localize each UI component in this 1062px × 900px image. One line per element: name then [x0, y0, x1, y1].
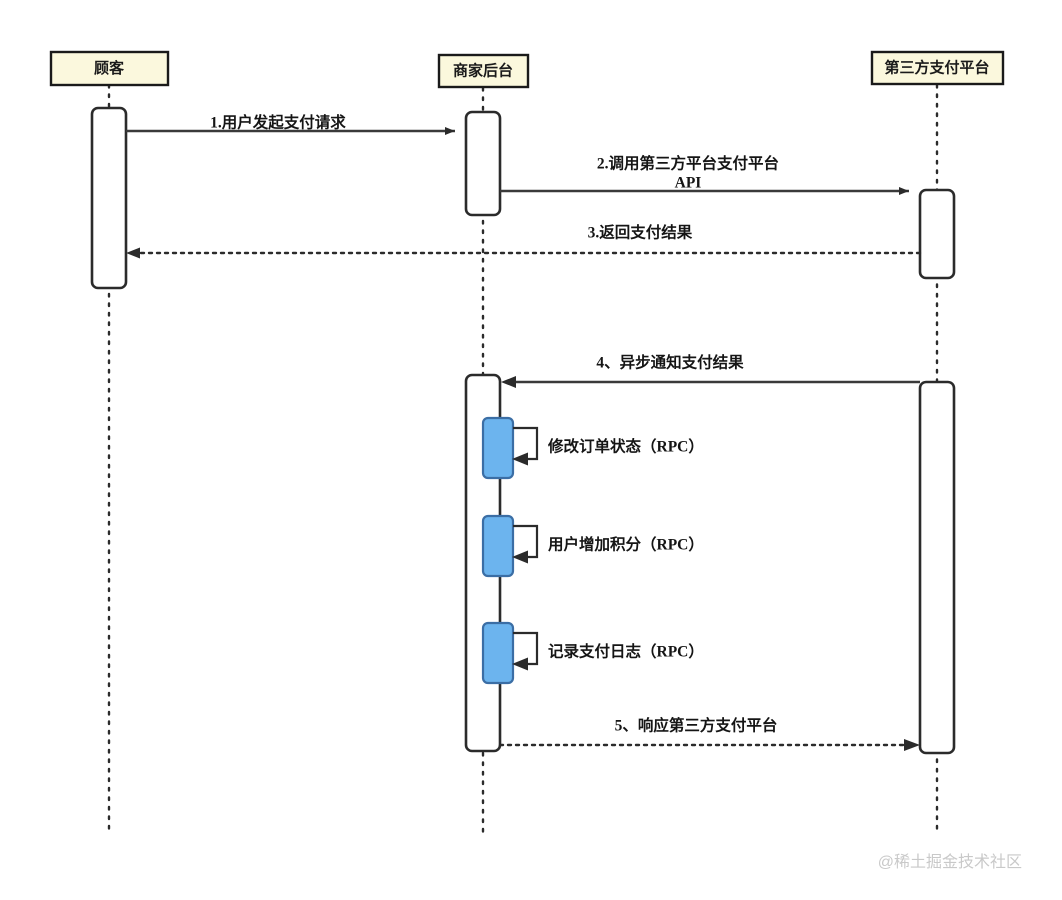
actor-customer[interactable]: 顾客 — [49, 50, 170, 87]
message-4-label: 4、异步通知支付结果 — [596, 353, 744, 372]
self-call-2-label: 用户增加积分（RPC） — [548, 535, 704, 554]
self-call-1-loop — [513, 426, 539, 461]
message-1-label: 1.用户发起支付请求 — [210, 113, 346, 132]
self-call-3-activation — [481, 621, 515, 685]
self-call-2-arrowhead — [512, 550, 528, 564]
actor-merchant[interactable]: 商家后台 — [437, 53, 530, 89]
self-call-log-payment[interactable]: 记录支付日志（RPC） — [481, 621, 704, 685]
self-call-3-loop — [513, 631, 539, 666]
message-4[interactable]: 4、异步通知支付结果 — [501, 353, 920, 388]
actor-thirdparty-box — [870, 50, 1005, 86]
message-2[interactable]: 2.调用第三方平台支付平台 API — [500, 154, 909, 195]
activation-merchant-1 — [464, 110, 502, 217]
message-3-label: 3.返回支付结果 — [588, 223, 693, 242]
message-5-label: 5、响应第三方支付平台 — [615, 716, 778, 735]
actor-merchant-box — [437, 53, 530, 89]
activation-customer-1 — [90, 106, 128, 290]
message-5[interactable]: 5、响应第三方支付平台 — [498, 716, 920, 751]
activation-thirdparty-2 — [918, 380, 956, 755]
actor-customer-box — [49, 50, 170, 87]
self-call-1-activation — [481, 416, 515, 480]
actor-customer-label: 顾客 — [94, 59, 125, 77]
self-call-3-arrowhead — [512, 657, 528, 671]
watermark: @稀土掘金技术社区 — [878, 853, 1022, 871]
self-call-3-label: 记录支付日志（RPC） — [548, 642, 704, 661]
activation-bars — [90, 106, 956, 755]
message-3-arrowhead — [126, 247, 140, 259]
self-call-2-loop — [513, 524, 539, 559]
actor-thirdparty-label: 第三方支付平台 — [884, 58, 989, 76]
message-3[interactable]: 3.返回支付结果 — [126, 223, 922, 259]
self-call-add-user-points[interactable]: 用户增加积分（RPC） — [481, 514, 704, 578]
self-call-1-label: 修改订单状态（RPC） — [547, 437, 704, 456]
self-call-update-order-status[interactable]: 修改订单状态（RPC） — [481, 416, 704, 480]
activation-thirdparty-1 — [918, 188, 956, 280]
message-2-label: 2.调用第三方平台支付平台 — [597, 154, 779, 173]
actor-merchant-label: 商家后台 — [453, 61, 513, 79]
message-5-arrowhead — [904, 739, 920, 751]
actor-thirdparty[interactable]: 第三方支付平台 — [870, 50, 1005, 86]
self-call-2-activation — [481, 514, 515, 578]
self-call-1-arrowhead — [512, 452, 528, 466]
message-1[interactable]: 1.用户发起支付请求 — [126, 113, 455, 135]
message-4-arrowhead — [501, 376, 516, 388]
message-2-label-line2: API — [675, 175, 702, 192]
